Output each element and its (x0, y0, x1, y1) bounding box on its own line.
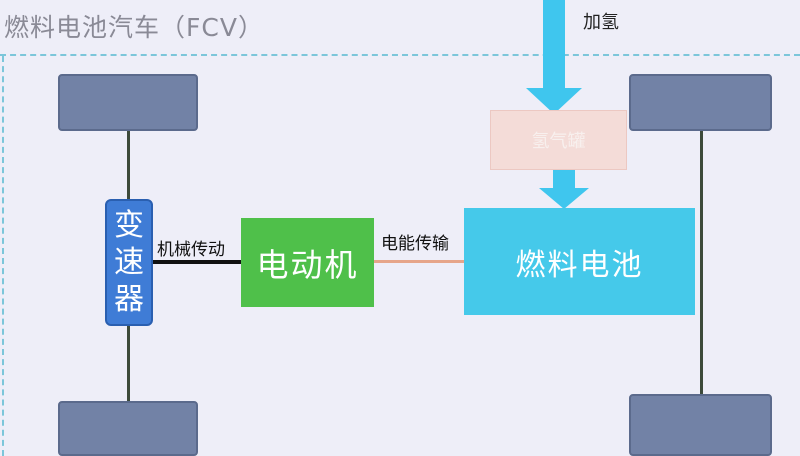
fuel-cell: 燃料电池 (464, 208, 695, 315)
hydrogen-tank-label: 氢气罐 (531, 131, 586, 152)
electric-transmission-label: 电能传输 (381, 234, 449, 254)
refuel-label: 加氢 (583, 12, 619, 33)
front-right-wheel (629, 74, 772, 131)
front-left-wheel (58, 74, 198, 131)
gearbox-char-3: 器 (114, 282, 144, 317)
frame-top-dashed-line (0, 54, 800, 56)
mechanical-transmission-line (153, 260, 241, 264)
electric-motor: 电动机 (241, 218, 374, 307)
right-axle (700, 131, 703, 394)
gearbox-char-2: 速 (114, 245, 144, 280)
tank-to-fuelcell-arrow (539, 170, 589, 209)
refuel-arrow (526, 0, 582, 114)
gearbox: 变 速 器 (105, 199, 153, 326)
frame-left-dashed-line (2, 56, 4, 456)
rear-right-wheel (629, 394, 772, 456)
fuel-cell-label: 燃料电池 (515, 247, 644, 283)
electric-motor-label: 电动机 (256, 245, 359, 284)
left-axle-upper (127, 131, 130, 199)
electric-transmission-line (374, 260, 464, 263)
hydrogen-tank: 氢气罐 (490, 110, 627, 170)
mechanical-transmission-label: 机械传动 (157, 240, 225, 260)
diagram-title: 燃料电池汽车（FCV） (4, 13, 264, 42)
left-axle-lower (127, 326, 130, 401)
gearbox-char-1: 变 (114, 208, 144, 243)
rear-left-wheel (58, 401, 198, 456)
